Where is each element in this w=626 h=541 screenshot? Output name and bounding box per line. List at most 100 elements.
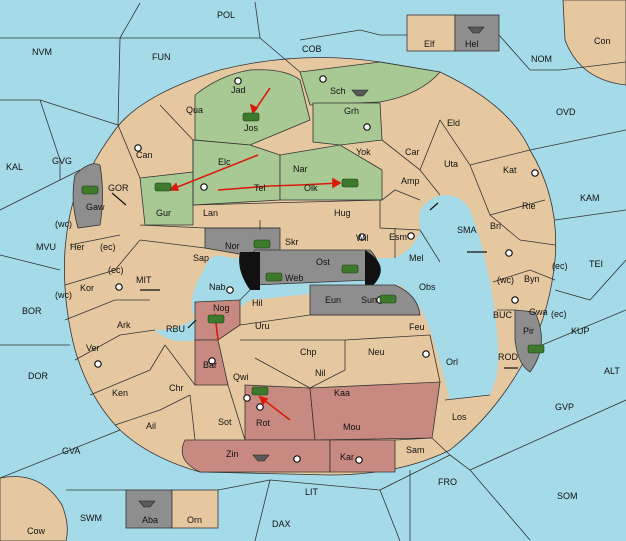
label-uta: Uta [444, 159, 458, 169]
province-orn[interactable] [171, 489, 219, 529]
map-labels: POL NVM FUN COB NOM Con Elf Hel OVD KAL … [6, 10, 620, 536]
label-can: Can [136, 150, 153, 160]
label-kup: KUP [571, 326, 590, 336]
label-eun: Eun [325, 295, 341, 305]
label-kaa: Kaa [334, 388, 350, 398]
label-pol: POL [217, 10, 235, 20]
province-borders [64, 104, 556, 456]
label-jos: Jos [244, 123, 259, 133]
label-neu: Neu [368, 347, 385, 357]
label-her: Her [70, 242, 85, 252]
label-sot: Sot [218, 417, 232, 427]
label-con: Con [594, 36, 611, 46]
crossing-arrows [111, 192, 518, 369]
label-gaw: Gaw [86, 202, 105, 212]
label-eld: Eld [447, 118, 460, 128]
label-obs: Obs [419, 282, 436, 292]
label-ken: Ken [112, 388, 128, 398]
label-kor: Kor [80, 283, 94, 293]
label-gur: Gur [156, 208, 171, 218]
lake-west [239, 252, 260, 290]
label-ovd: OVD [556, 107, 576, 117]
label-ver: Ver [86, 343, 100, 353]
province-gaw[interactable] [72, 163, 103, 229]
label-gvg: GVG [52, 156, 72, 166]
label-mvu: MVU [36, 242, 56, 252]
label-car: Car [405, 147, 420, 157]
label-bri: Bri [490, 221, 501, 231]
label-orn: Orn [187, 515, 202, 525]
label-ec3: (ec) [108, 265, 124, 275]
label-elf: Elf [424, 39, 435, 49]
province-pir[interactable] [514, 309, 542, 373]
label-sun: Sun [361, 295, 377, 305]
lake-east [365, 250, 381, 290]
label-gva: GVA [62, 446, 80, 456]
label-gor: GOR [108, 183, 129, 193]
label-rod: ROD [498, 352, 519, 362]
label-rie: Rie [522, 201, 536, 211]
label-wc3: (wc) [55, 290, 72, 300]
label-wc1: (wc) [55, 219, 72, 229]
label-lit: LIT [305, 487, 319, 497]
label-wc2: (wc) [497, 275, 514, 285]
label-alt: ALT [604, 366, 620, 376]
label-sam: Sam [406, 445, 425, 455]
inner-sea [155, 195, 499, 400]
label-dax: DAX [272, 519, 291, 529]
label-kal: KAL [6, 162, 23, 172]
label-aba: Aba [142, 515, 158, 525]
order-arrows [168, 87, 342, 421]
label-skr: Skr [285, 237, 299, 247]
label-nog: Nog [213, 303, 230, 313]
label-amp: Amp [401, 176, 420, 186]
label-ail: Ail [146, 421, 156, 431]
label-zin: Zin [226, 449, 239, 459]
label-sap: Sap [193, 253, 209, 263]
label-wil: Wil [356, 233, 369, 243]
label-yok: Yok [356, 147, 371, 157]
label-elc: Elc [218, 157, 231, 167]
label-fro: FRO [438, 477, 457, 487]
label-pir: Pir [523, 326, 534, 336]
province-kar[interactable] [329, 439, 396, 473]
label-gvp: GVP [555, 402, 574, 412]
label-orl: Orl [446, 357, 458, 367]
label-esm: Esm [389, 232, 407, 242]
label-tel: Tel [254, 183, 266, 193]
label-chr: Chr [169, 383, 184, 393]
label-mou: Mou [343, 422, 361, 432]
label-kar: Kar [340, 452, 354, 462]
label-ec4: (ec) [551, 309, 567, 319]
label-nab: Nab [209, 282, 226, 292]
province-elf[interactable] [406, 14, 456, 52]
label-dor: DOR [28, 371, 49, 381]
province-gur[interactable] [139, 171, 194, 226]
label-cow: Cow [27, 526, 46, 536]
label-chp: Chp [300, 347, 317, 357]
label-feu: Feu [409, 322, 425, 332]
label-web: Web [285, 273, 303, 283]
label-som: SOM [557, 491, 578, 501]
label-olk: Olk [304, 183, 318, 193]
province-grh[interactable] [312, 102, 383, 146]
label-los: Los [452, 412, 467, 422]
label-bor: BOR [22, 306, 42, 316]
label-nor: Nor [225, 241, 240, 251]
label-lan: Lan [203, 208, 218, 218]
province-mou[interactable] [309, 381, 441, 441]
label-nom: NOM [531, 54, 552, 64]
province-sch[interactable] [299, 61, 441, 106]
label-buc: BUC [493, 310, 513, 320]
label-nar: Nar [293, 164, 308, 174]
label-uru: Uru [255, 321, 270, 331]
province-cow[interactable] [0, 476, 68, 541]
units [81, 26, 545, 508]
label-rot: Rot [256, 418, 271, 428]
label-hug: Hug [334, 208, 351, 218]
label-byn: Byn [524, 274, 540, 284]
label-tei: TEI [589, 259, 603, 269]
label-hel: Hel [465, 39, 479, 49]
